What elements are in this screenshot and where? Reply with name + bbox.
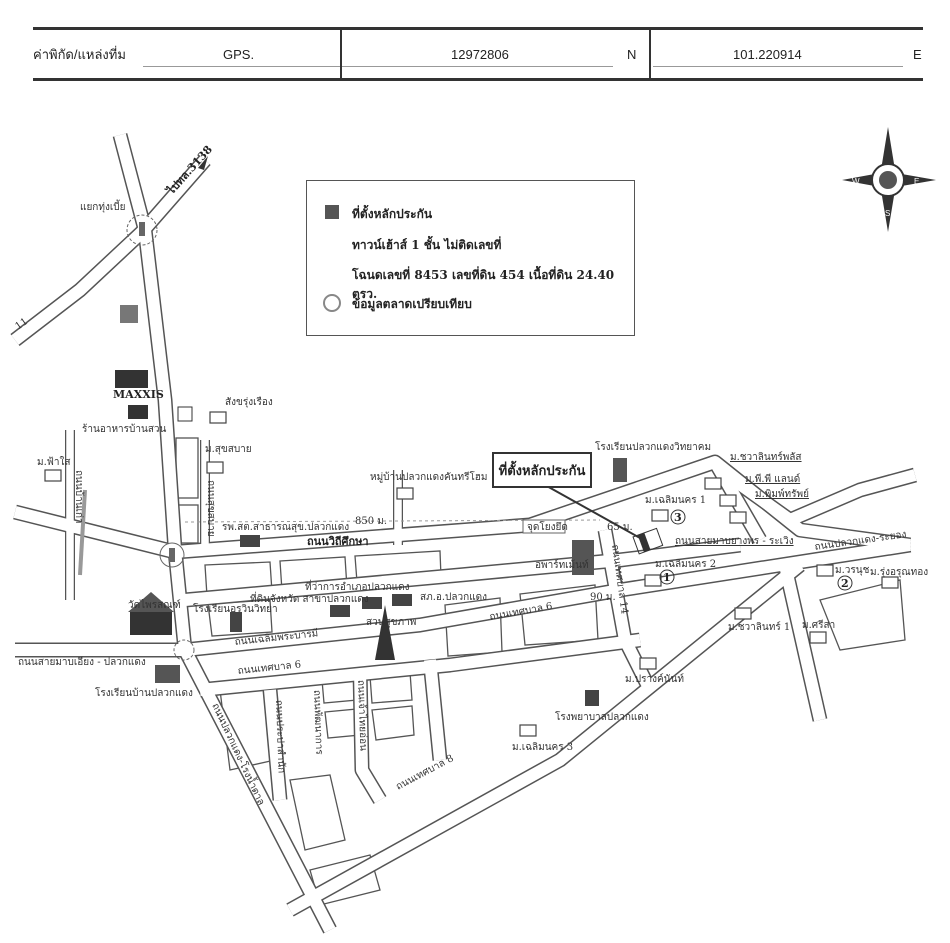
map-label: ม.พิมพ์ทรัพย์ (755, 488, 809, 500)
compass-rose: W E S (842, 127, 936, 232)
office-icon (240, 535, 260, 547)
legend-collateral-label: ที่ตั้งหลักประกัน (352, 207, 433, 221)
comparable-circle-icon (323, 294, 341, 312)
legend-property-type: ทาวน์เฮ้าส์ 1 ชั้น ไม่ติดเลขที่ (352, 238, 502, 252)
roads (10, 133, 917, 934)
map-label: ม.ศรีสา (802, 619, 835, 631)
map-label: E (914, 177, 919, 186)
map-label: 90 ม. (590, 592, 616, 603)
map-label: ม.เฉลิมนคร 2 (655, 559, 716, 570)
map-label: ม.สุขสบาย (205, 444, 252, 455)
map-label: ถนนบ้านเก่า (73, 470, 85, 524)
school-icon (155, 665, 180, 683)
map-label: ม.ฟ้าใส (37, 456, 70, 468)
landmark-icons (44, 305, 899, 737)
temple-icon (130, 610, 172, 635)
village-icons (44, 411, 899, 737)
coordinate-source: GPS. (223, 46, 255, 62)
map-label: 65 ม. (607, 522, 633, 533)
map-label: ม.พี.พี แลนด์ (745, 473, 800, 485)
map-label: ม.รุ่งอรุณทอง (870, 567, 928, 578)
map-legend: ที่ตั้งหลักประกัน ทาวน์เฮ้าส์ 1 ชั้น ไม่… (306, 180, 635, 336)
map-label: โรงเรียนปลวกแดงวิทยาคม (595, 440, 711, 453)
map-label: ม.ปรางค์นันท์ (625, 673, 684, 685)
office-icon (362, 597, 382, 609)
map-label: 1 (663, 571, 671, 584)
map-label: 850 ม. (355, 516, 387, 527)
building-icon (177, 406, 193, 422)
map-label: ถนนสายมาบเอียง - ปลวกแดง (18, 656, 146, 668)
map-label: S (885, 209, 890, 218)
numbered-markers: 1 2 3 (659, 509, 853, 591)
legend-deed: โฉนดเลขที่ 8453 เลขที่ดิน 454 เนื้อที่ดิ… (352, 268, 615, 301)
map-label: ถนนประปาสำนัก (273, 700, 287, 774)
traffic-light-icon (169, 548, 175, 562)
map-label: สภ.อ.ปลวกแดง (420, 592, 487, 603)
map-label: ม.ชวาลินทร์ 1 (728, 621, 790, 633)
map-label: 3 (674, 511, 682, 524)
arrow-icon (198, 156, 208, 170)
map-label: ม.เฉลิมนคร 1 (645, 495, 706, 506)
school-icon (613, 458, 627, 482)
label-to-road-3138: ไปทล.3138 (162, 142, 215, 198)
map-label: วัดไพรสณฑ์ (128, 599, 181, 611)
map-label: MAXXIS (113, 388, 164, 401)
tree-icon (375, 605, 395, 660)
map-label: สังขรุ่งเรือง (225, 396, 273, 408)
map-label: โรงเรียนอรวินวิทยา (193, 602, 278, 615)
junction-marker (173, 639, 195, 661)
map-label: โรงเรียนบ้านปลวกแดง (95, 686, 193, 699)
map-label: ม.ชวาลินทร์พลัส (730, 451, 802, 463)
junction-marker (126, 214, 158, 246)
junction-marker (159, 542, 185, 568)
collateral-callout: ที่ตั้งหลักประกัน (492, 452, 592, 488)
gas-station-icon (120, 305, 138, 323)
map-label: 2 (841, 577, 849, 590)
shop-icon (115, 370, 148, 388)
map-label: รพ.สต.สาธารณสุข.ปลวกแดง (222, 522, 349, 533)
house-icon (128, 405, 148, 419)
map-label: โรงพยาบาลปลวกแดง (555, 710, 649, 723)
collateral-marker (637, 532, 651, 553)
map-label: ที่ว่าการอำเภอปลวกแดง (305, 579, 410, 593)
map-label: สวนสุขภาพ (366, 617, 416, 628)
hospital-icon (585, 690, 599, 706)
longitude-unit: E (913, 46, 922, 62)
longitude-value: 101.220914 (733, 46, 802, 62)
map-label: ม.วรนุช (835, 565, 870, 576)
office-icon (392, 594, 412, 606)
coordinates-label: ค่าพิกัด/แหล่งที่ม (33, 46, 126, 62)
map-label: ถนนเทศบาล 8 (394, 753, 455, 793)
office-icon (330, 605, 350, 617)
map-label: W (852, 177, 860, 186)
latitude-unit: N (627, 46, 637, 62)
collateral-legend-icon (325, 205, 339, 219)
map-label: แยกทุ่งเบี้ย (80, 199, 125, 213)
school-icon (230, 612, 242, 632)
map-label: ถนนสายมาบยางพร - ระเวิง (675, 536, 794, 547)
map-label: อพาร์ทเม้นท์ (535, 559, 589, 571)
map-label: ที่ดินจังหวัด สาขาปลวกแดง (250, 591, 369, 605)
map-label: ถนนพัฒนาการ (311, 690, 324, 756)
map-label: ถนนสุขสบาย (205, 480, 216, 537)
map-label: หมู่บ้านปลวกแดงคันทรีโฮม (370, 470, 488, 483)
apartment-icon (572, 540, 594, 575)
map-label: ร้านอาหารบ้านสวน (82, 423, 167, 435)
latitude-value: 12972806 (451, 46, 509, 62)
map-label: ม.เฉลิมนคร 3 (512, 742, 573, 753)
map-label: ถนนวิถีศึกษา (307, 535, 369, 548)
legend-comparable-label: ข้อมูลตลาดเปรียบเทียบ (352, 297, 472, 311)
traffic-light-icon (139, 222, 145, 236)
map-label: จุดโยงยึด (527, 520, 568, 533)
map-label: ถนนเจ้าไทยอ่อน (355, 680, 369, 751)
coordinates-header: ค่าพิกัด/แหล่งที่ม GPS. 12972806 N 101.2… (33, 27, 923, 81)
